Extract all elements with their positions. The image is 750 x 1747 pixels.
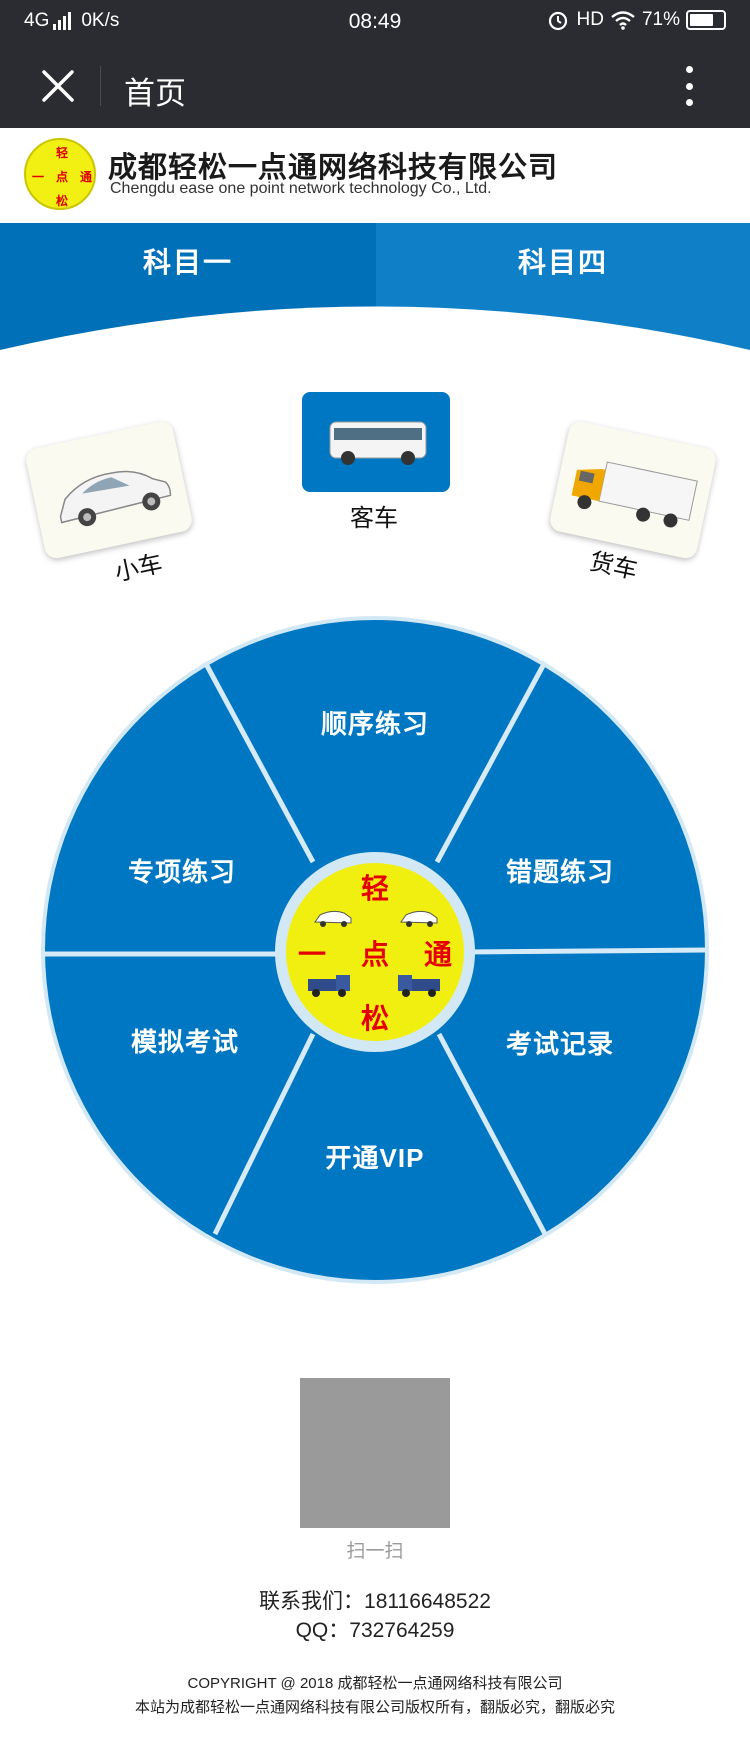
nav-divider: [100, 66, 101, 106]
hub-char: 轻: [360, 872, 389, 905]
wheel-divider: [464, 947, 708, 955]
wheel-divider: [212, 1032, 316, 1236]
vehicle-label-bus: 客车: [350, 505, 398, 532]
car-icon: [59, 470, 172, 527]
logo-char: 轻: [56, 146, 69, 160]
wheel-divider: [434, 660, 548, 864]
brand-header: 轻 一 点 通 松 成都轻松一点通网络科技有限公司 Chengdu ease o…: [0, 128, 750, 223]
close-icon[interactable]: [36, 64, 80, 108]
vehicle-bus[interactable]: 客车: [300, 392, 450, 532]
segment-exam-records[interactable]: 考试记录: [505, 1029, 614, 1059]
status-right: HD 71%: [547, 9, 726, 31]
segment-wrong-answers[interactable]: 错题练习: [505, 857, 614, 887]
logo-char: 一: [32, 170, 45, 184]
hub-char: 点: [360, 938, 389, 971]
segment-sequential-practice[interactable]: 顺序练习: [320, 709, 429, 739]
segment-topic-practice[interactable]: 专项练习: [127, 857, 236, 887]
wheel-divider: [202, 660, 316, 864]
tab-subject-four[interactable]: 科目四: [376, 223, 750, 303]
hub-char: 通: [423, 938, 452, 971]
status-left: 4G 0K/s: [24, 10, 119, 32]
logo-char: 点: [56, 170, 69, 184]
segment-mock-exam[interactable]: 模拟考试: [130, 1027, 239, 1057]
network-type: 4G: [24, 10, 50, 31]
subject-tabs: 科目一 科目四: [0, 223, 750, 350]
wheel-divider: [436, 1032, 548, 1236]
contact-phone: 联系我们：18116648522: [259, 1590, 491, 1613]
more-vertical-icon[interactable]: [684, 66, 694, 106]
qr-code-image: [300, 1378, 450, 1528]
footer-copyright: COPYRIGHT @ 2018 成都轻松一点通网络科技有限公司: [187, 1675, 563, 1692]
truck-card: [547, 419, 719, 561]
status-bar: 4G 0K/s 08:49 HD 71%: [0, 0, 750, 44]
company-logo: 轻 一 点 通 松: [24, 138, 96, 210]
logo-char: 通: [80, 170, 93, 184]
bus-card-selected: [302, 392, 450, 492]
contact-qq: QQ：732764259: [295, 1619, 455, 1642]
battery-percent: 71%: [641, 9, 680, 30]
hub-car-icon: [400, 910, 438, 927]
hub-truck-icon: [308, 975, 350, 997]
tab-subject-one[interactable]: 科目一: [0, 223, 376, 303]
company-name: 成都轻松一点通网络科技有限公司: [108, 150, 559, 184]
vehicle-car[interactable]: 小车: [23, 419, 198, 587]
nav-bar: 首页: [0, 44, 750, 128]
vehicle-label-car: 小车: [112, 550, 165, 587]
page-title: 首页: [124, 76, 186, 111]
clock: 08:49: [348, 10, 402, 33]
segment-open-vip[interactable]: 开通VIP: [325, 1143, 425, 1173]
car-card: [23, 419, 195, 561]
signal-icon: [53, 12, 73, 30]
truck-icon: [571, 461, 698, 528]
hub-car-icon: [314, 910, 352, 927]
vehicle-label-truck: 货车: [587, 548, 640, 585]
hd-indicator: HD: [576, 9, 604, 30]
qr-caption: 扫一扫: [346, 1541, 404, 1562]
alarm-icon: [548, 11, 567, 31]
hub-char: 一: [297, 938, 326, 971]
battery-icon: [686, 10, 726, 30]
logo-char: 松: [56, 194, 69, 208]
network-speed: 0K/s: [81, 10, 120, 31]
bus-icon: [329, 421, 427, 465]
vehicle-truck[interactable]: 货车: [547, 419, 730, 585]
wifi-icon: [611, 11, 635, 30]
company-name-en: Chengdu ease one point network technolog…: [110, 180, 492, 197]
hub-truck-icon: [398, 975, 440, 997]
footer-rights: 本站为成都轻松一点通网络科技有限公司版权所有，翻版必究，翻版必究: [134, 1699, 615, 1716]
hub-char: 松: [360, 1002, 389, 1035]
wheel-hub-logo: 轻 一 点 通 松: [286, 863, 464, 1041]
